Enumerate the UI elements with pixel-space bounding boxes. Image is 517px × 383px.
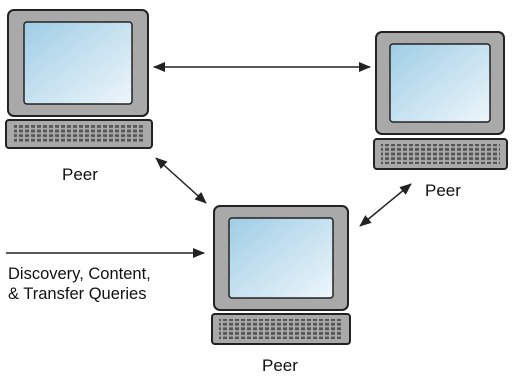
arrow-peer1-peer3 [155, 157, 207, 204]
peer-label-bottom: Peer [262, 356, 298, 375]
peer-label-top-left: Peer [62, 165, 98, 184]
monitor-screen [23, 21, 133, 105]
monitor-screen [228, 217, 334, 299]
arrow-peer2-peer3 [359, 183, 412, 227]
queries-label: Discovery, Content, & Transfer Queries [8, 264, 151, 304]
monitor-screen [389, 43, 491, 123]
queries-label-line1: Discovery, Content, [8, 265, 151, 283]
peer-computer-top-left [5, 9, 153, 149]
queries-label-line2: & Transfer Queries [8, 285, 147, 303]
peer-computer-bottom [211, 205, 351, 345]
peer-computer-top-right [373, 31, 508, 170]
peer-label-top-right: Peer [425, 181, 461, 200]
